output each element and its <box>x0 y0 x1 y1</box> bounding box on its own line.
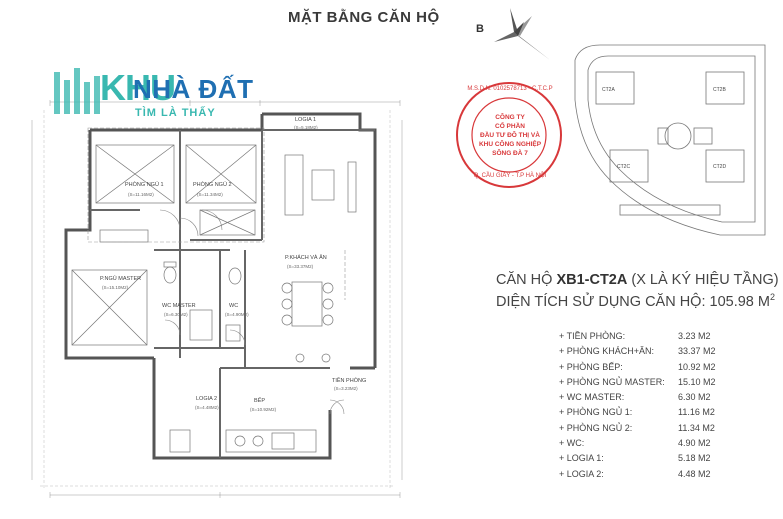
stamp-line-5: SÔNG ĐÀ 7 <box>492 150 528 157</box>
area-name: + TIỀN PHÒNG: <box>559 331 626 341</box>
stamp-bottom-text: Q. CẦU GIẤY - T.P HÀ NỘI <box>473 173 547 179</box>
area-value: 4.48 M2 <box>678 468 711 479</box>
site-plan-map <box>574 44 766 236</box>
area-row: + PHÒNG NGỦ 1: 11.16 M2 <box>559 407 719 422</box>
apartment-area: DIỆN TÍCH SỬ DỤNG CĂN HỘ: 105.98 M2 <box>496 292 775 310</box>
room-living-area: (S=33.37M2) <box>287 264 314 269</box>
watermark-brand-a: KHU <box>100 67 176 108</box>
site-label-ct2c: CT2C <box>617 164 631 170</box>
site-label-ct2b: CT2B <box>713 87 726 93</box>
room-logia2-label: LOGIA 2 <box>196 396 218 402</box>
watermark-tagline: TÌM LÀ THẤY <box>135 107 216 119</box>
watermark-brand-b: NHÀ ĐẤT <box>133 74 254 104</box>
area-name: + LOGIA 1: <box>559 453 604 464</box>
stamp-line-3: ĐẦU TƯ ĐÔ THỊ VÀ <box>480 132 540 139</box>
area-name: + PHÒNG NGỦ 1: <box>559 407 633 418</box>
room-logia1-label: LOGIA 1 <box>295 117 317 123</box>
area-name: + WC MASTER: <box>559 392 625 403</box>
area-name: + PHÒNG KHÁCH+ĂN: <box>559 346 655 357</box>
stamp-ring-text: M.S.D.N: 0102578713 - C.T.C.P <box>467 86 553 92</box>
floor-plan <box>31 100 403 498</box>
area-row: + PHÒNG NGỦ 2: 11.34 M2 <box>559 423 719 438</box>
area-value: 3.23 M2 <box>678 331 711 341</box>
site-label-ct2d: CT2D <box>713 164 727 170</box>
room-bedroom2-area: (S=11.34M2) <box>197 192 223 197</box>
area-row: + LOGIA 2: 4.48 M2 <box>559 469 719 484</box>
room-bedroom2-label: PHÒNG NGỦ 2 <box>193 182 232 188</box>
area-value: 6.30 M2 <box>678 392 711 403</box>
area-name: + LOGIA 2: <box>559 468 604 479</box>
area-name: + PHÒNG NGỦ 2: <box>559 422 633 433</box>
stamp-line-4: KHU CÔNG NGHIỆP <box>478 141 542 148</box>
room-entry-label: TIỀN PHÒNG <box>332 378 367 384</box>
room-wc-label: WC <box>229 303 239 309</box>
area-name: + WC: <box>559 438 585 449</box>
room-wc-area: (S=4.90M2) <box>225 312 249 317</box>
room-kitchen-area: (S=10.92M2) <box>250 407 277 412</box>
apartment-title-suffix: (X LÀ KÝ HIỆU TẦNG) <box>631 272 779 288</box>
area-value: 4.90 M2 <box>678 438 711 449</box>
company-stamp <box>456 82 562 188</box>
compass-label: B <box>476 23 484 35</box>
apartment-title: CĂN HỘ XB1-CT2A (X LÀ KÝ HIỆU TẦNG) <box>496 272 779 288</box>
compass-icon <box>494 8 550 60</box>
room-logia1-area: (S=5.18M2) <box>294 125 318 130</box>
area-row: + WC: 4.90 M2 <box>559 438 719 453</box>
area-name: + PHÒNG BẾP: <box>559 361 623 372</box>
area-name: + PHÒNG NGỦ MASTER: <box>559 376 665 387</box>
area-row: + WC MASTER: 6.30 M2 <box>559 392 719 407</box>
area-value: 15.10 M2 <box>678 376 716 387</box>
room-entry-area: (S=3.23M2) <box>334 386 358 391</box>
area-row: + TIỀN PHÒNG: 3.23 M2 <box>559 331 719 346</box>
stamp-line-1: CÔNG TY <box>495 114 525 121</box>
area-value: 11.16 M2 <box>678 407 715 418</box>
stamp-center: CÔNG TY CỔ PHẦN ĐẦU TƯ ĐÔ THỊ VÀ KHU CÔN… <box>474 113 546 158</box>
apartment-area-text: DIỆN TÍCH SỬ DỤNG CĂN HỘ: 105.98 M <box>496 293 770 310</box>
apartment-area-sup: 2 <box>769 292 775 302</box>
room-bedroom1-area: (S=11.16M2) <box>128 192 154 197</box>
stamp-line-2: CỔ PHẦN <box>495 123 525 130</box>
watermark-logo-icon <box>54 68 100 114</box>
room-bedroom1-label: PHÒNG NGỦ 1 <box>125 182 164 188</box>
room-kitchen-label: BẾP <box>254 398 266 404</box>
site-label-ct2a: CT2A <box>602 87 615 93</box>
area-row: + PHÒNG BẾP: 10.92 M2 <box>559 362 719 377</box>
area-table: + TIỀN PHÒNG: 3.23 M2 + PHÒNG KHÁCH+ĂN: 33… <box>559 331 719 484</box>
room-living-label: P.KHÁCH VÀ ĂN <box>285 255 327 261</box>
area-row: + PHÒNG NGỦ MASTER: 15.10 M2 <box>559 377 719 392</box>
room-wc-master-area: (S=6.30M2) <box>164 312 188 317</box>
area-value: 5.18 M2 <box>678 453 711 464</box>
area-value: 11.34 M2 <box>678 422 715 433</box>
area-value: 33.37 M2 <box>678 346 716 357</box>
apartment-title-prefix: CĂN HỘ <box>496 272 553 288</box>
room-master-label: P.NGỦ MASTER <box>100 276 142 282</box>
page-title: MẶT BẰNG CĂN HỘ <box>288 9 440 26</box>
room-master-area: (S=15.10M2) <box>102 285 129 290</box>
area-value: 10.92 M2 <box>678 361 716 372</box>
apartment-code: XB1-CT2A <box>556 272 628 288</box>
area-row: + LOGIA 1: 5.18 M2 <box>559 453 719 468</box>
room-logia2-area: (S=4.48M2) <box>195 405 219 410</box>
area-row: + PHÒNG KHÁCH+ĂN: 33.37 M2 <box>559 346 719 361</box>
room-wc-master-label: WC MASTER <box>162 303 196 309</box>
